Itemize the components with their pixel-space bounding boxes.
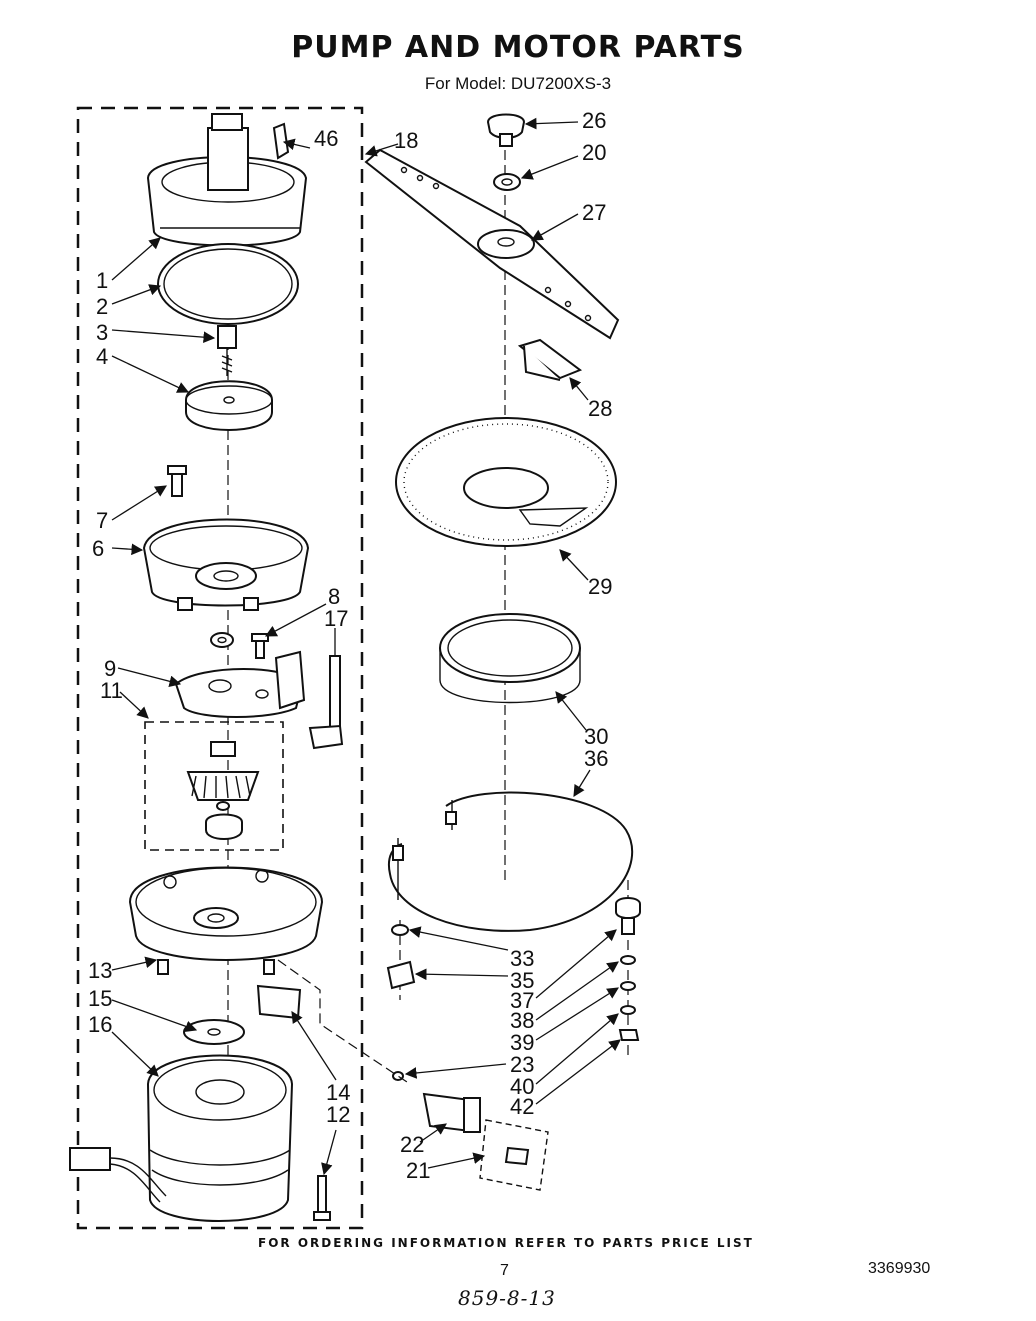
- callout-18: 18: [394, 128, 418, 153]
- callout-26: 26: [582, 108, 606, 133]
- clip-part-46: [272, 122, 290, 160]
- callout-20: 20: [582, 140, 606, 165]
- callout-33: 33: [510, 946, 534, 971]
- filter-screen-part-29: [395, 417, 617, 547]
- callout-12: 12: [326, 1102, 350, 1127]
- callout-30: 30: [584, 724, 608, 749]
- callout-22: 22: [400, 1132, 424, 1157]
- callout-16: 16: [88, 1012, 112, 1037]
- bracket-part-21: [479, 1119, 549, 1191]
- ring-part-30: [439, 613, 581, 704]
- callout-40: 40: [510, 1074, 534, 1099]
- callout-2: 2: [96, 294, 108, 319]
- callout-13: 13: [88, 958, 112, 983]
- pump-housing-part-1: [146, 113, 308, 247]
- spray-arm-part-27: [364, 148, 620, 340]
- callout-4: 4: [96, 344, 108, 369]
- callout-17: 17: [324, 606, 348, 631]
- impeller-screw-part-3: [217, 325, 237, 376]
- callout-9: 9: [104, 656, 116, 681]
- callout-35: 35: [510, 968, 534, 993]
- page-number: 7: [500, 1262, 509, 1279]
- callout-37: 37: [510, 988, 534, 1013]
- assembly-box-18: [76, 106, 364, 1230]
- clip-part-28: [517, 338, 583, 381]
- bracket-part-14: [256, 984, 302, 1020]
- callout-1: 1: [96, 268, 108, 293]
- sensor-part-22: [422, 1092, 481, 1134]
- callout-38: 38: [510, 1008, 534, 1033]
- callout-15: 15: [88, 986, 112, 1011]
- motor-part-16: [69, 1054, 294, 1222]
- model-subtitle: For Model: DU7200XS-3: [424, 74, 612, 93]
- tube-part-17: [308, 655, 344, 750]
- callout-23: 23: [510, 1052, 534, 1077]
- washer-part-20: [493, 173, 521, 191]
- screw-part-8: [251, 633, 269, 659]
- cap-part-26: [486, 113, 526, 147]
- wire-path: [277, 959, 411, 1085]
- plate-part-9: [174, 650, 306, 718]
- callout-29: 29: [588, 574, 612, 599]
- screw-part-7: [167, 465, 187, 497]
- callout-11: 11: [100, 678, 123, 703]
- handwritten-note: 859-8-13: [458, 1286, 556, 1310]
- callout-28: 28: [588, 396, 612, 421]
- callout-27: 27: [582, 200, 606, 225]
- cover-plate-part-4: [185, 380, 273, 431]
- motor-mount-part-13: [128, 866, 324, 975]
- bolt-part-12: [313, 1175, 331, 1221]
- callout-6: 6: [92, 536, 104, 561]
- callout-7: 7: [96, 508, 108, 533]
- callout-8: 8: [328, 584, 340, 609]
- callout-14: 14: [326, 1080, 350, 1105]
- page-title: PUMP AND MOTOR PARTS: [291, 30, 745, 65]
- heater-element-part-36: [388, 791, 634, 932]
- washer-part-15: [183, 1019, 245, 1045]
- callout-3: 3: [96, 320, 108, 345]
- callout-39: 39: [510, 1030, 534, 1055]
- impeller-part-11: [186, 741, 260, 840]
- washer-seal-below-6: [210, 632, 234, 648]
- pump-body-part-6: [142, 518, 310, 611]
- leader-lines: [111, 117, 621, 1176]
- gasket-ring-part-2: [157, 243, 299, 325]
- assembly-box-11: [144, 721, 284, 851]
- ordering-note: FOR ORDERING INFORMATION REFER TO PARTS …: [258, 1236, 754, 1250]
- document-number: 3369930: [868, 1260, 931, 1277]
- heater-hardware-33-42: [386, 897, 641, 1041]
- callout-21: 21: [406, 1158, 430, 1183]
- callout-46: 46: [314, 126, 338, 151]
- callout-36: 36: [584, 746, 608, 771]
- callout-42: 42: [510, 1094, 534, 1119]
